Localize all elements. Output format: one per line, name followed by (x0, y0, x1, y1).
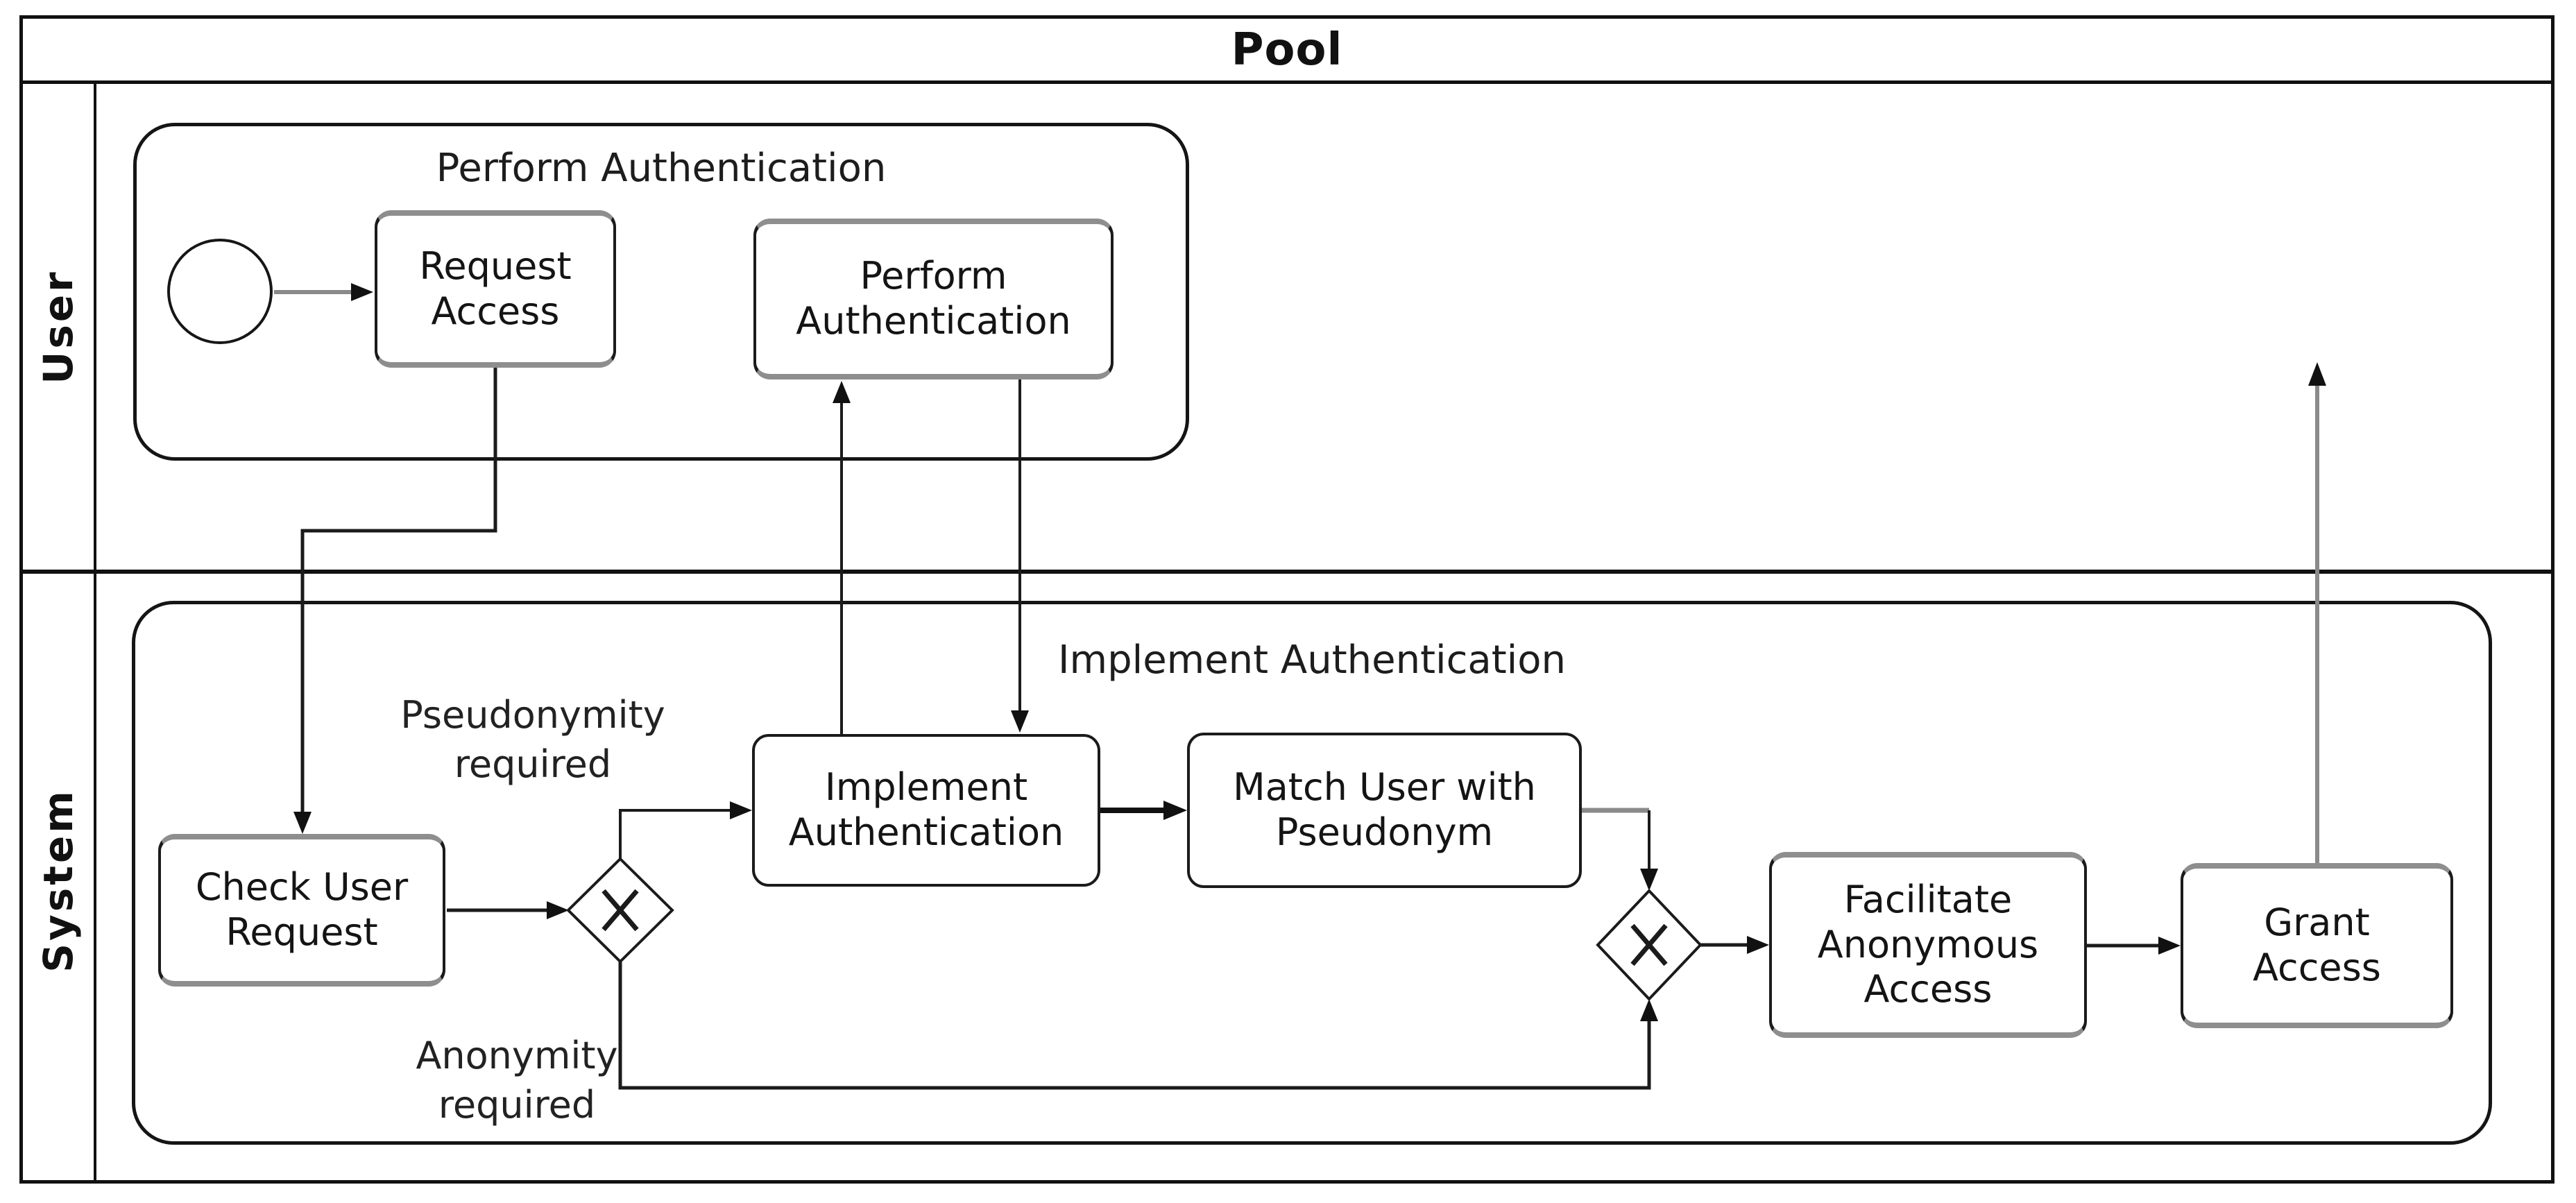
flow-gateway1-to-implement-auth (619, 809, 731, 860)
flow-gateway1-to-gateway2-anonymity (618, 962, 1651, 1090)
arrowhead-icon (1640, 999, 1658, 1021)
task-perform-authentication: Perform Authentication (753, 219, 1114, 379)
arrowhead-icon (1011, 710, 1029, 733)
xor-marker-icon (1630, 923, 1668, 966)
label-anonymity-required: Anonymity required (416, 1034, 618, 1127)
task-match-user-with-pseudonym: Match User with Pseudonym (1187, 733, 1582, 888)
task-grant-access: Grant Access (2181, 863, 2453, 1028)
arrowhead-icon (730, 801, 752, 819)
start-event (167, 239, 273, 344)
pool-header: Pool (23, 19, 2551, 84)
arrowhead-icon (2308, 362, 2326, 386)
task-facilitate-anonymous-access: Facilitate Anonymous Access (1769, 852, 2087, 1038)
arrowhead-icon (1163, 801, 1187, 820)
arrowhead-icon (351, 283, 373, 301)
lane-label-column-divider (94, 84, 96, 1180)
task-request-access: Request Access (375, 210, 616, 368)
flow-request-access-to-check-user-request (300, 368, 497, 813)
gateway-exclusive-1 (566, 857, 674, 964)
pool-title: Pool (1231, 24, 1343, 76)
gateway-exclusive-2 (1596, 889, 1703, 1001)
lane-divider (23, 570, 2551, 574)
subprocess-implement-authentication-title: Implement Authentication (1058, 638, 1566, 683)
arrowhead-icon (1747, 936, 1769, 954)
task-check-user-request: Check User Request (158, 834, 445, 987)
subprocess-implement-authentication: Implement Authentication (132, 601, 2492, 1145)
arrowhead-icon (1640, 869, 1658, 891)
arrowhead-icon (293, 812, 312, 834)
label-pseudonymity-required: Pseudonymity required (400, 693, 665, 787)
xor-marker-icon (602, 889, 639, 932)
arrowhead-icon (547, 901, 569, 919)
arrowhead-icon (2158, 937, 2181, 955)
task-implement-authentication: Implement Authentication (752, 734, 1100, 887)
arrowhead-icon (833, 381, 851, 403)
subprocess-perform-authentication-title: Perform Authentication (436, 146, 887, 191)
